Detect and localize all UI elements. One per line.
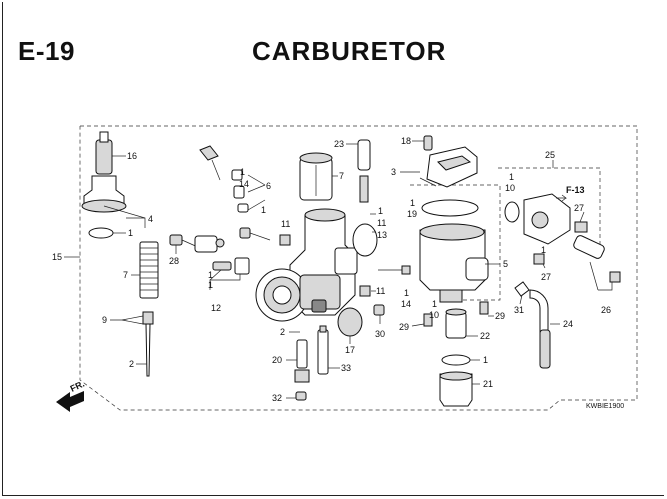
callout-24: 24 xyxy=(563,319,573,329)
part-22-float[interactable] xyxy=(445,308,467,339)
callout-10-a: 10 xyxy=(429,310,439,320)
assembly-boundary xyxy=(79,125,638,411)
part-13-o-ring[interactable] xyxy=(352,223,378,257)
callout-28: 28 xyxy=(169,256,179,266)
callout-1-k: 1 xyxy=(509,172,514,182)
page-title: CARBURETOR xyxy=(252,36,447,66)
cross-reference-label: F-13 xyxy=(566,185,585,195)
callout-labels: 16 4 1 15 7 9 2 28 1 1 12 1 14 6 1 11 7 … xyxy=(52,136,611,403)
leader-lines xyxy=(64,140,613,399)
callout-5: 5 xyxy=(503,259,508,269)
part-11-gasket[interactable] xyxy=(279,234,291,246)
callout-2-b: 2 xyxy=(280,327,285,337)
callout-1-l: 1 xyxy=(541,245,546,255)
float-chamber-body[interactable] xyxy=(419,223,489,303)
callout-33: 33 xyxy=(341,363,351,373)
callout-13: 13 xyxy=(377,230,387,240)
part-9-needle-clip[interactable] xyxy=(142,311,154,325)
callout-27-a: 27 xyxy=(574,203,584,213)
callout-1-f: 1 xyxy=(378,206,383,216)
callout-16: 16 xyxy=(127,151,137,161)
part-32-drain-screw[interactable] xyxy=(295,391,307,401)
reference-code: KWBIE1900 xyxy=(586,403,625,410)
part-24-fuel-hose[interactable] xyxy=(529,289,551,369)
callout-31: 31 xyxy=(514,305,524,315)
callout-27-b: 27 xyxy=(541,272,551,282)
callout-20: 20 xyxy=(272,355,282,365)
callout-1-d: 1 xyxy=(240,167,245,177)
callout-12: 12 xyxy=(211,303,221,313)
part-7-throttle-valve[interactable] xyxy=(299,152,333,201)
part-11-screw-small[interactable] xyxy=(378,265,411,275)
callout-11-c: 11 xyxy=(376,286,385,296)
part-12-idle-screw-set[interactable] xyxy=(194,235,250,275)
callout-7-b: 7 xyxy=(339,171,344,181)
part-7-spring-left[interactable] xyxy=(139,241,159,299)
callout-14-a: 14 xyxy=(239,179,249,189)
part-29-screw-right[interactable] xyxy=(479,301,489,315)
callout-3: 3 xyxy=(391,167,396,177)
part-23-choke-plunger[interactable] xyxy=(357,139,371,203)
callout-19: 19 xyxy=(407,209,417,219)
callout-14-b: 14 xyxy=(401,299,411,309)
part-18-screw[interactable] xyxy=(423,135,433,151)
callout-1-h: 1 xyxy=(404,288,409,298)
part-2-jet-needle[interactable] xyxy=(145,323,151,377)
part-11-plate[interactable] xyxy=(359,285,371,297)
part-16-diaphragm-cap[interactable] xyxy=(81,131,127,213)
callout-1-e: 1 xyxy=(261,205,266,215)
part-21-float-bowl[interactable] xyxy=(439,371,473,407)
carburetor-body[interactable] xyxy=(255,208,358,322)
part-17-cap[interactable] xyxy=(337,307,363,337)
callout-22: 22 xyxy=(480,331,490,341)
callout-15: 15 xyxy=(52,252,62,262)
callout-32: 32 xyxy=(272,393,282,403)
part-31-clip[interactable] xyxy=(514,281,530,297)
callout-21: 21 xyxy=(483,379,493,389)
part-30-screw[interactable] xyxy=(373,304,385,316)
callout-17: 17 xyxy=(345,345,355,355)
cross-reference-marker[interactable]: F-13 xyxy=(556,185,585,202)
callout-9: 9 xyxy=(102,315,107,325)
part-6-screw-group[interactable] xyxy=(199,145,249,213)
part-1-o-ring-lower[interactable] xyxy=(441,354,471,366)
callout-10-b: 10 xyxy=(505,183,515,193)
callout-18: 18 xyxy=(401,136,411,146)
callout-23: 23 xyxy=(334,139,344,149)
part-33-pilot-jet[interactable] xyxy=(317,325,329,375)
callout-29-b: 29 xyxy=(495,311,505,321)
part-19-gasket[interactable] xyxy=(421,199,479,217)
callout-29-a: 29 xyxy=(399,322,409,332)
callout-7-a: 7 xyxy=(123,270,128,280)
callout-4: 4 xyxy=(148,214,153,224)
callout-6: 6 xyxy=(266,181,271,191)
part-29-screw-left[interactable] xyxy=(423,313,433,327)
callout-1-a: 1 xyxy=(128,228,133,238)
callout-1-g: 1 xyxy=(410,198,415,208)
callout-1-i: 1 xyxy=(432,299,437,309)
section-code: E-19 xyxy=(18,36,75,66)
callout-26: 26 xyxy=(601,305,611,315)
callout-30: 30 xyxy=(375,329,385,339)
part-20-needle-jet-holder[interactable] xyxy=(294,339,310,383)
callout-2-a: 2 xyxy=(129,359,134,369)
part-1-o-ring[interactable] xyxy=(88,227,114,239)
callout-25: 25 xyxy=(545,150,555,160)
callout-1-b: 1 xyxy=(208,270,213,280)
part-25-assembly[interactable] xyxy=(504,193,621,283)
part-3-top-cover[interactable] xyxy=(419,146,478,188)
callout-1-c: 1 xyxy=(208,280,213,290)
callout-1-j: 1 xyxy=(483,355,488,365)
part-screw-center[interactable] xyxy=(239,227,271,241)
front-direction-arrow: FR. xyxy=(56,379,86,412)
callout-11-b: 11 xyxy=(377,218,386,228)
callout-11-a: 11 xyxy=(281,219,290,229)
